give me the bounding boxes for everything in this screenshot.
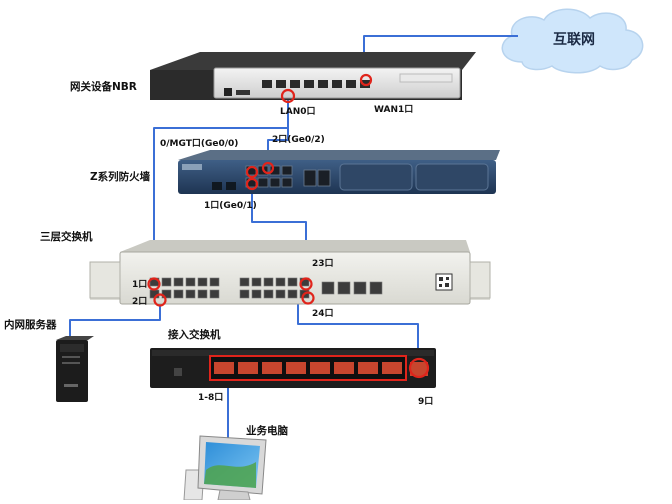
- port9-highlight: [408, 357, 430, 379]
- lan0-label: LAN0口: [280, 106, 316, 117]
- server-label: 内网服务器: [4, 318, 57, 331]
- lan0-port-highlight: [280, 88, 296, 104]
- fw-port1-highlight: [245, 177, 259, 191]
- firewall-label: Z系列防火墙: [90, 170, 151, 183]
- internet-cloud: 互联网: [501, 8, 644, 74]
- fw-port1-label: 1口(Ge0/1): [204, 200, 257, 211]
- sw-port24-highlight: [301, 291, 315, 305]
- l3-switch-device: [89, 240, 491, 307]
- gateway-device: [150, 52, 476, 104]
- mgt-label: 0/MGT口(Ge0/0): [160, 138, 238, 149]
- internet-label: 互联网: [553, 32, 595, 48]
- sw-port23-highlight: [299, 277, 313, 291]
- pc-label: 业务电脑: [246, 424, 288, 437]
- access-switch-label: 接入交换机: [168, 328, 221, 341]
- port9-label: 9口: [418, 396, 433, 407]
- server-device: [56, 336, 94, 402]
- sw-port1-label: 1口: [132, 279, 147, 290]
- sw-port2-label: 2口: [132, 296, 147, 307]
- l3switch-label: 三层交换机: [40, 230, 93, 243]
- sw-port1-highlight: [147, 277, 161, 291]
- access-switch-device: [150, 348, 436, 388]
- ports-1-8-label: 1-8口: [198, 392, 223, 403]
- fw-port2-highlight: [261, 161, 275, 175]
- cable-port2-server: [69, 300, 161, 336]
- pc-device: [183, 435, 267, 501]
- fw-mgt-highlight: [245, 165, 259, 179]
- sw-port2-highlight: [153, 293, 167, 307]
- port23-label: 23口: [312, 258, 334, 269]
- firewall-device: [178, 150, 500, 194]
- port24-label: 24口: [312, 308, 334, 319]
- fw-port2-label: 2口(Ge0/2): [272, 134, 325, 145]
- wan1-label: WAN1口: [374, 104, 413, 115]
- wan1-port-highlight: [359, 73, 373, 87]
- gateway-label: 网关设备NBR: [70, 80, 137, 93]
